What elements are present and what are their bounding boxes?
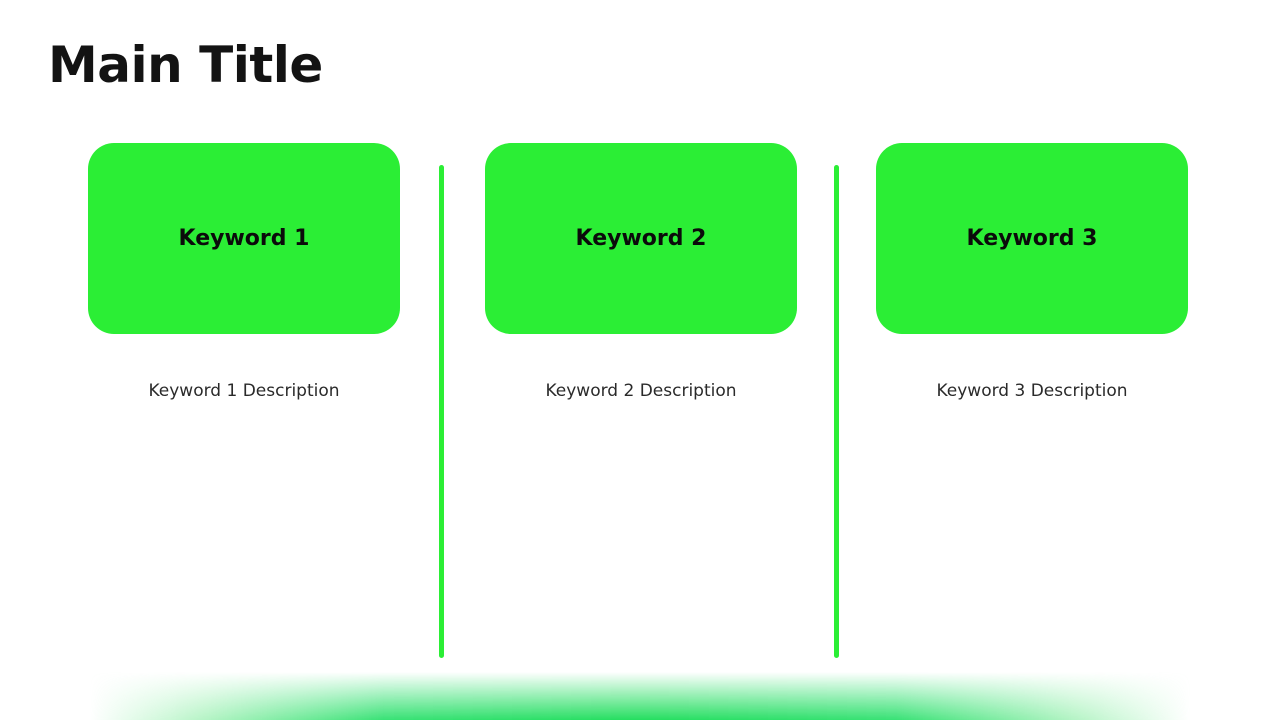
keyword-description-3: Keyword 3 Description: [936, 381, 1128, 401]
page-title: Main Title: [48, 36, 323, 94]
column-divider-1: [439, 165, 444, 658]
keyword-card-1[interactable]: Keyword 1: [88, 143, 400, 334]
bottom-gradient-bar: [0, 672, 1280, 720]
keyword-description-1: Keyword 1 Description: [148, 381, 340, 401]
keyword-label-3: Keyword 3: [966, 226, 1098, 251]
column-1: Keyword 1 Keyword 1 Description: [88, 143, 400, 401]
keyword-card-2[interactable]: Keyword 2: [485, 143, 797, 334]
four-point-star-icon: [1052, 0, 1238, 146]
four-point-star-icon-small: [1160, 0, 1280, 106]
sparkle-decoration-group: [980, 0, 1280, 150]
keyword-label-2: Keyword 2: [575, 226, 707, 251]
column-2: Keyword 2 Keyword 2 Description: [485, 143, 797, 401]
column-3: Keyword 3 Keyword 3 Description: [876, 143, 1188, 401]
columns-container: Keyword 1 Keyword 1 Description Keyword …: [0, 143, 1280, 543]
keyword-label-1: Keyword 1: [178, 226, 310, 251]
keyword-description-2: Keyword 2 Description: [545, 381, 737, 401]
keyword-card-3[interactable]: Keyword 3: [876, 143, 1188, 334]
column-divider-2: [834, 165, 839, 658]
